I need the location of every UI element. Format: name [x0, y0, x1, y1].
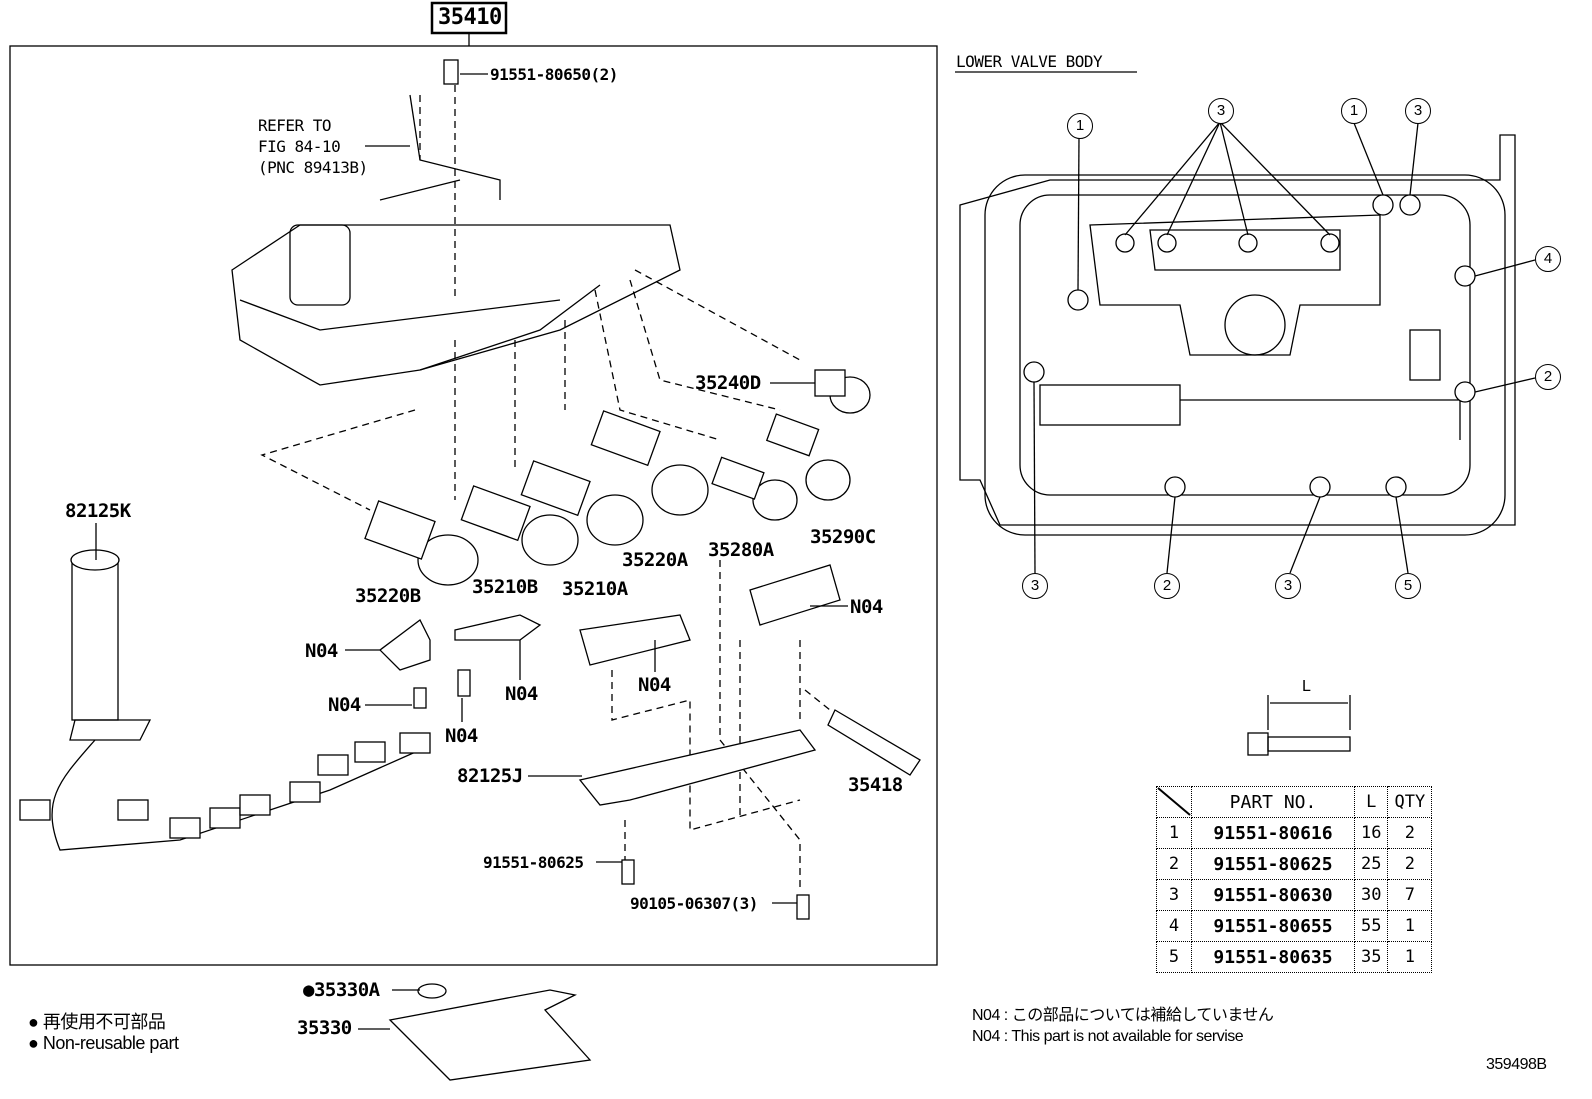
valve-body-shape	[231, 224, 681, 386]
label-35240D: 35240D	[695, 372, 761, 394]
label-35418: 35418	[848, 774, 903, 796]
bolt-dimension-drawing	[1247, 695, 1351, 756]
note-n04-en: N04 : This part is not available for ser…	[972, 1028, 1244, 1045]
label-n04-d: N04	[505, 683, 538, 705]
label-n04-f: N04	[850, 596, 883, 618]
callout: 1	[1341, 98, 1367, 124]
figure-id: 359498B	[1486, 1056, 1547, 1073]
label-35290C: 35290C	[810, 526, 876, 548]
callout: 3	[1405, 98, 1431, 124]
callout: 5	[1395, 573, 1421, 599]
callout: 2	[1154, 573, 1180, 599]
callout: 3	[1275, 573, 1301, 599]
label-refer-1: REFER TO	[258, 116, 332, 135]
legend-jp: ● 再使用不可部品	[28, 1012, 166, 1032]
label-35330A: ●35330A	[303, 979, 380, 1001]
label-refer-2: FIG 84-10	[258, 137, 341, 156]
label-35330: 35330	[297, 1017, 352, 1039]
label-bolt-c: 90105-06307(3)	[630, 894, 758, 913]
label-35220B: 35220B	[355, 585, 421, 607]
label-35210A: 35210A	[562, 578, 628, 600]
label-bolt-top: 91551-80650(2)	[490, 65, 618, 84]
legend-en: ● Non-reusable part	[28, 1033, 179, 1053]
label-n04-c: N04	[445, 725, 478, 747]
label-82125J: 82125J	[457, 765, 523, 787]
bracket-shape	[379, 94, 501, 201]
label-35220A: 35220A	[622, 549, 688, 571]
label-82125K: 82125K	[65, 500, 131, 522]
assembly-number: 35410	[438, 5, 502, 30]
label-n04-b: N04	[328, 694, 361, 716]
callout: 2	[1535, 364, 1561, 390]
label-bolt-b: 91551-80625	[483, 853, 584, 872]
table-header: PART NO. L QTY	[1156, 786, 1433, 818]
label-n04-e: N04	[638, 674, 671, 696]
callout: 1	[1067, 113, 1093, 139]
callout: 3	[1208, 98, 1234, 124]
main-frame	[9, 45, 938, 966]
label-35210B: 35210B	[472, 576, 538, 598]
callout: 3	[1022, 573, 1048, 599]
callout: 4	[1535, 246, 1561, 272]
label-35280A: 35280A	[708, 539, 774, 561]
label-refer-3: (PNC 89413B)	[258, 158, 368, 177]
bolt-length-label: L	[1302, 678, 1311, 695]
right-panel-title: LOWER VALVE BODY	[956, 52, 1103, 71]
label-n04-a: N04	[305, 640, 338, 662]
note-n04-jp: N04 : この部品については補給していません	[972, 1007, 1274, 1024]
